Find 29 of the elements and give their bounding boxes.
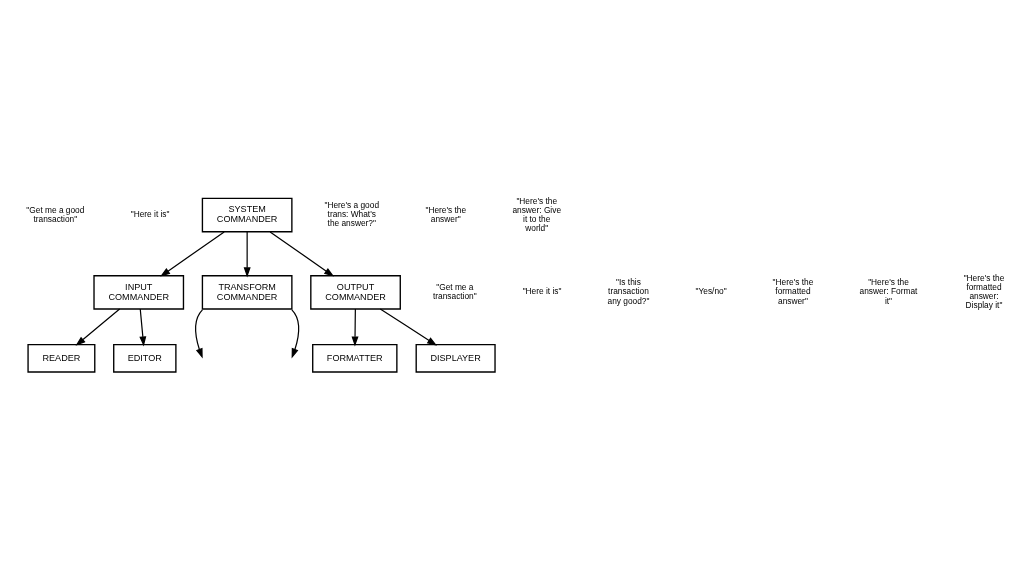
label: "Here's a good trans: What's the answer?" xyxy=(324,199,380,228)
arrow xyxy=(243,230,251,277)
arrow xyxy=(291,308,300,358)
node-box: EDITOR xyxy=(113,343,177,373)
label: "Here's the answer" xyxy=(425,204,467,224)
label: "Here it is" xyxy=(130,208,170,219)
label: "Is this transaction any good?" xyxy=(607,276,650,306)
label: "Yes/no" xyxy=(695,285,727,296)
label: "Here's the formatted answer: Display it" xyxy=(963,272,1005,310)
arrow xyxy=(351,307,359,346)
label: "Here's the formatted answer" xyxy=(772,276,814,306)
node-box: OUTPUT COMMANDER xyxy=(310,274,401,310)
label: "Get me a good transaction" xyxy=(26,204,85,224)
arrow xyxy=(379,307,438,346)
node-box: SYSTEM COMMANDER xyxy=(201,197,293,232)
arrow xyxy=(269,230,335,277)
label: "Get me a transaction" xyxy=(433,281,477,301)
node-box: INPUT COMMANDER xyxy=(93,274,185,310)
label: "Here's the answer: Format it" xyxy=(859,276,918,306)
node-box: READER xyxy=(27,343,96,373)
label: "Here's the answer: Give it to the world" xyxy=(512,195,562,233)
node-box: TRANSFORM COMMANDER xyxy=(201,274,293,310)
node-box: DISPLAYER xyxy=(415,343,496,373)
arrow xyxy=(139,307,147,346)
arrow xyxy=(195,308,204,358)
node-box: FORMATTER xyxy=(312,343,398,373)
arrow xyxy=(160,230,225,277)
arrow xyxy=(75,307,121,346)
label: "Here it is" xyxy=(522,285,562,296)
